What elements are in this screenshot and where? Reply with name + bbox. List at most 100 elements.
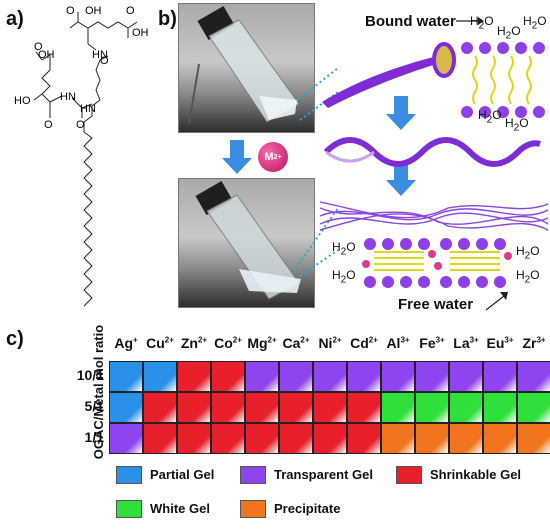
ion-header: Cd2+ [350,335,378,351]
atom-o: O [126,5,135,17]
ratio-label: 10/1 [76,367,104,383]
atom-ho: HO [14,95,31,107]
grid-cell-shrinkable [177,392,211,423]
atom-hn: HN [60,91,76,103]
down-arrow-icon [222,140,252,174]
grid-cell-shrinkable [177,361,211,392]
ion-header: Zn2+ [180,335,208,351]
down-arrow-icon [386,162,416,196]
gel-photo-bottom [178,178,315,308]
y-axis-label: OGAC/Metal mol ratio [91,324,106,460]
fiber-network [319,201,549,231]
gel-photo-top [178,3,315,133]
ion-header: Mg2+ [247,335,277,351]
legend-swatch-white [116,500,142,518]
grid-cell-precipitate [483,423,517,454]
atom-o: O [34,41,43,53]
grid-cell-white [449,392,483,423]
atom-hn: HN [92,49,108,61]
grid-cell-partial [109,361,143,392]
ion-header: La3+ [453,335,479,351]
helical-ribbon [323,137,541,167]
grid-cell-shrinkable [245,423,279,454]
grid-cell-shrinkable [143,392,177,423]
grid-cell-shrinkable [143,423,177,454]
atom-o: O [66,5,75,17]
grid-cell-transparent [381,361,415,392]
atom-o: O [100,55,109,67]
grid-cell-shrinkable [211,392,245,423]
legend-label: Precipitate [274,501,341,516]
down-arrow-icon [386,96,416,130]
vial-illustration [195,180,301,300]
grid-cell-white [381,392,415,423]
panel-label-b: b) [158,8,177,30]
grid-cell-precipitate [449,423,483,454]
grid-cell-transparent [483,361,517,392]
atom-oh: OH [85,5,102,17]
metal-charge: 2+ [273,153,282,161]
grid-cell-transparent [517,361,550,392]
grid-cell-white [415,392,449,423]
ion-header: Cu2+ [146,335,174,351]
h2o-label: H2O [478,108,502,126]
ion-header: Co2+ [214,335,242,351]
grid-cell-white [483,392,517,423]
legend-label: Partial Gel [150,467,215,482]
grid-cell-white [517,392,550,423]
bilayer-bound-water [461,42,545,118]
atom-oh: OH [38,49,55,61]
h2o-label: H2O [505,116,529,134]
metal-symbol: M [264,151,274,163]
grid-cell-shrinkable [313,423,347,454]
ratio-label: 1/1 [84,429,104,445]
grid-cell-shrinkable [279,423,313,454]
bilayer-free-water [362,238,512,288]
vial-illustration [188,5,300,125]
panel-label-a: a) [6,8,24,30]
grid-cell-transparent [347,361,381,392]
ion-header: Ni2+ [318,335,342,351]
ion-header: Eu3+ [486,335,514,351]
atom-o: O [44,119,53,131]
h2o-label: H2O [332,268,356,286]
ion-header: Ca2+ [282,335,310,351]
legend-swatch-transparent [240,466,266,484]
h2o-label: H2O [497,24,521,42]
h2o-label: H2O [523,14,547,32]
grid-cell-transparent [109,423,143,454]
h2o-label: H2O [332,240,356,258]
grid-cell-shrinkable [347,423,381,454]
h2o-label: H2O [516,244,540,262]
ion-header: Ag+ [114,335,138,351]
right-arrow-icon [456,17,484,25]
legend-label: Transparent Gel [274,467,373,482]
grid-cell-shrinkable [245,392,279,423]
ion-header: Al3+ [386,335,410,351]
legend-swatch-partial [116,466,142,484]
panel-label-c: c) [6,328,24,350]
ion-header: Fe3+ [419,335,445,351]
bilayer-ribbon [322,42,456,108]
grid-cell-shrinkable [347,392,381,423]
grid-cell-precipitate [415,423,449,454]
dotted-connectors [295,67,339,277]
atom-hn: HN [80,103,96,115]
grid-cell-precipitate [381,423,415,454]
grid-cell-precipitate [517,423,550,454]
atom-o: O [76,119,85,131]
chemical-structure: O OH O OH HN O O OH HO HN O HN O [14,5,149,307]
legend-swatch-shrinkable [396,466,422,484]
grid-cell-partial [143,361,177,392]
h2o-label: H2O [470,14,494,32]
grid-cell-transparent [245,361,279,392]
grid-cell-shrinkable [211,423,245,454]
atom-oh: OH [132,27,149,39]
legend-label: White Gel [150,501,210,516]
grid-cell-transparent [415,361,449,392]
ion-header: Zr3+ [522,335,546,351]
grid-cell-shrinkable [313,392,347,423]
h2o-label: H2O [516,268,540,286]
grid-cell-transparent [313,361,347,392]
